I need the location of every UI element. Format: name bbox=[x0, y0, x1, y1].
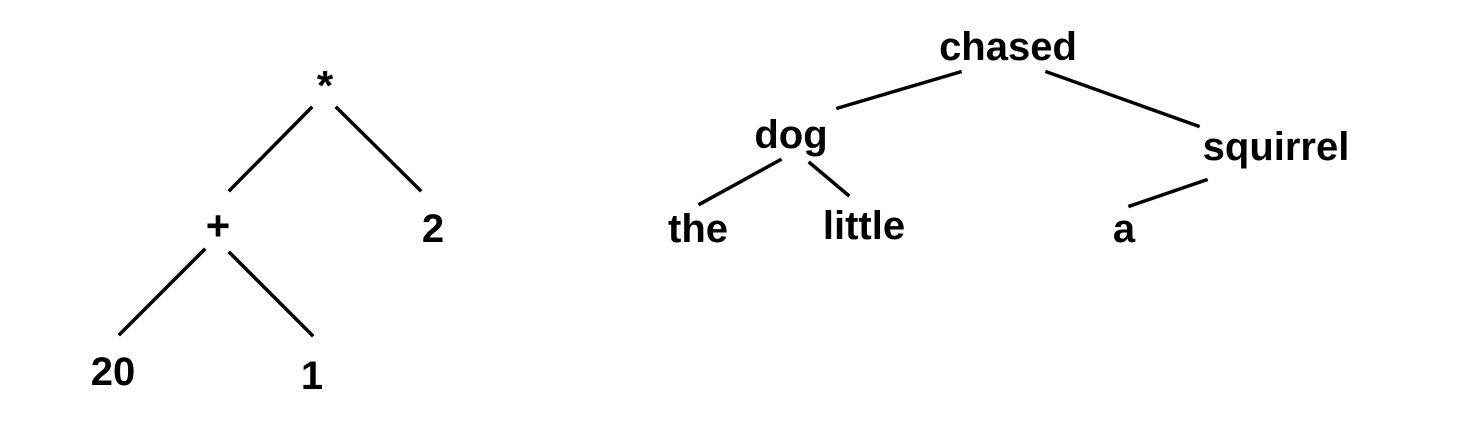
edge-dog-little bbox=[807, 160, 851, 198]
node-plus: + bbox=[206, 202, 231, 249]
node-one: 1 bbox=[301, 354, 323, 398]
node-chased: chased bbox=[939, 25, 1077, 69]
edge-times-two bbox=[334, 105, 423, 193]
edge-chased-squirrel bbox=[1044, 69, 1201, 129]
edge-plus-twenty bbox=[117, 247, 207, 337]
node-dog: dog bbox=[754, 113, 827, 157]
edge-dog-the bbox=[697, 157, 783, 207]
sentence-tree: chased dog squirrel the little a bbox=[668, 25, 1349, 251]
edge-chased-dog bbox=[835, 69, 963, 111]
edge-times-plus bbox=[227, 105, 314, 193]
node-little: little bbox=[823, 204, 905, 248]
expression-tree: * + 2 20 1 bbox=[91, 62, 444, 398]
node-squirrel: squirrel bbox=[1203, 125, 1350, 169]
node-times: * bbox=[317, 62, 334, 109]
node-two: 2 bbox=[422, 207, 444, 251]
edge-squirrel-a bbox=[1127, 177, 1209, 209]
edge-plus-one bbox=[227, 250, 315, 338]
node-twenty: 20 bbox=[91, 350, 136, 394]
node-the: the bbox=[668, 207, 728, 251]
node-a: a bbox=[1113, 207, 1136, 251]
